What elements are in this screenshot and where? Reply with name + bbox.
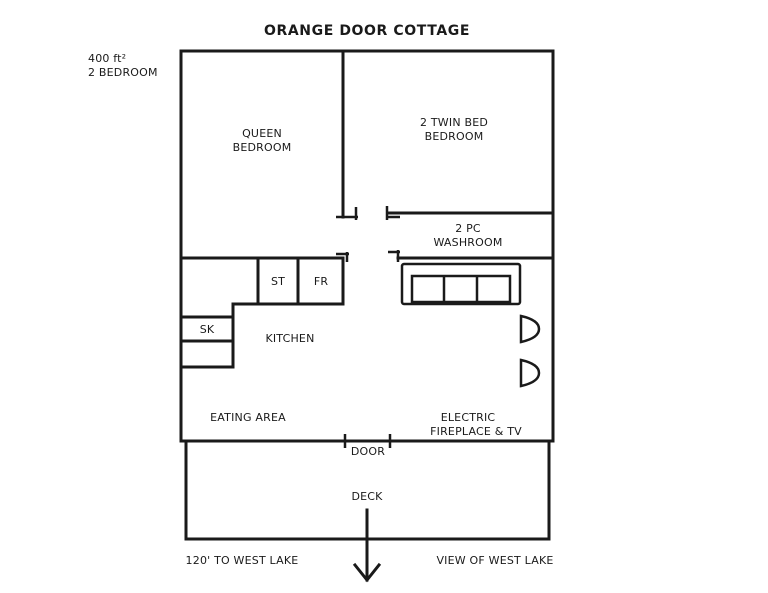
queen-bedroom-label-line2: BEDROOM xyxy=(233,141,292,154)
washroom-label-line1: 2 PC xyxy=(455,222,481,235)
area-label: 400 ft² xyxy=(88,52,126,65)
washroom-label-line2: WASHROOM xyxy=(433,236,502,249)
fireplace-label-line2: FIREPLACE & TV xyxy=(430,425,522,438)
view-label: VIEW OF WEST LAKE xyxy=(436,554,553,567)
cottage-outline xyxy=(179,49,555,443)
twin-bedroom-label-line1: 2 TWIN BED xyxy=(420,116,488,129)
door-label: DOOR xyxy=(351,445,385,458)
sink-box xyxy=(179,315,235,343)
deck-label: DECK xyxy=(351,490,383,503)
fireplace-label-line1: ELECTRIC xyxy=(441,411,496,424)
stove-label: ST xyxy=(271,275,285,288)
kitchen-label: KITCHEN xyxy=(265,332,314,345)
eating-area-label: EATING AREA xyxy=(210,411,286,424)
plan-title: ORANGE DOOR COTTAGE xyxy=(264,23,470,39)
bedrooms-label: 2 BEDROOM xyxy=(88,66,158,79)
fridge-label: FR xyxy=(314,275,329,288)
twin-bedroom-label-line2: BEDROOM xyxy=(425,130,484,143)
chair-icon xyxy=(519,358,541,388)
chair-icon xyxy=(519,314,541,344)
queen-bedroom-label-line1: QUEEN xyxy=(242,127,282,140)
sink-label: SK xyxy=(200,323,215,336)
sofa-icon xyxy=(400,262,522,306)
lake-arrow-head xyxy=(352,562,382,583)
distance-label: 120' TO WEST LAKE xyxy=(186,554,299,567)
